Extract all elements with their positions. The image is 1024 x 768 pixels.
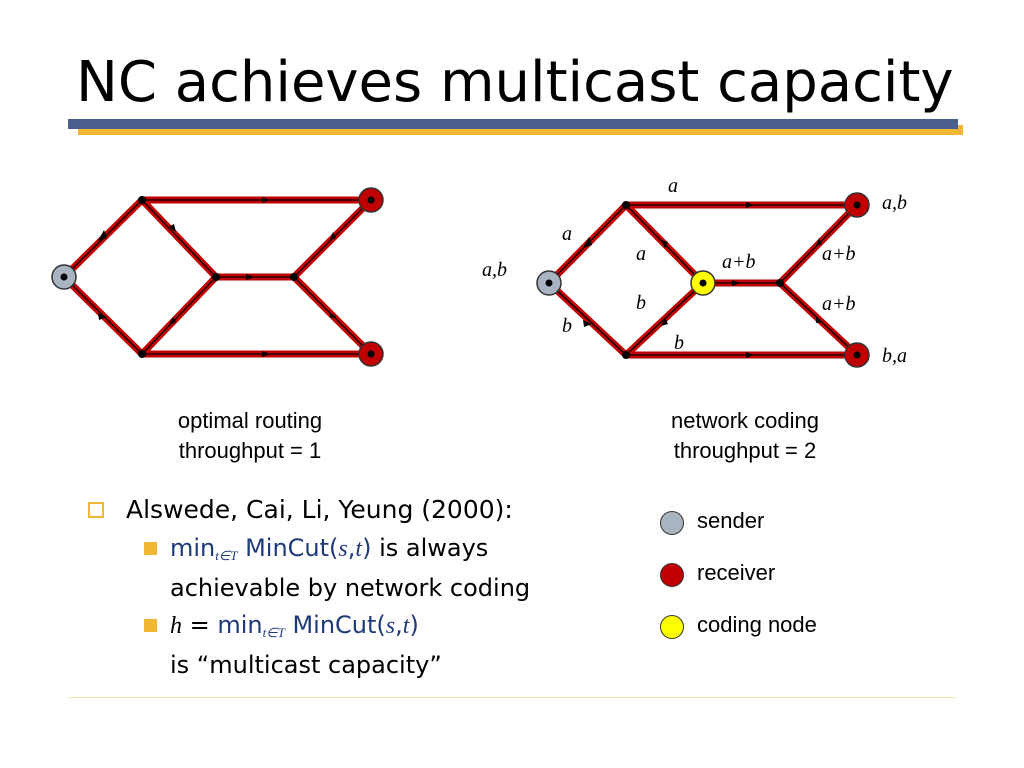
sender-dot-icon	[660, 511, 684, 535]
bullet-square-open-icon	[88, 502, 104, 518]
right-caption: network coding throughput = 2	[625, 406, 865, 466]
label-coding: a+b	[722, 251, 756, 273]
left-caption-line1: optimal routing	[177, 408, 323, 433]
slide-title: NC achieves multicast capacity	[76, 50, 954, 115]
bullet-square-filled-icon	[144, 542, 157, 555]
right-caption-line1: network coding	[671, 408, 819, 433]
label-left-lower: b	[562, 315, 572, 337]
right-nodes	[536, 192, 870, 368]
sub2-h: h	[170, 613, 182, 639]
legend-sender-label: sender	[697, 508, 765, 533]
left-diagram	[51, 187, 384, 367]
label-bottom-edge: b	[674, 332, 684, 354]
label-mid-lower: b	[636, 292, 646, 314]
bullet-square-filled-icon	[144, 619, 157, 632]
bullet-main: Alswede, Cai, Li, Yeung (2000):	[88, 492, 648, 528]
coding-dot-icon	[660, 615, 684, 639]
title-underline-blue	[68, 119, 958, 129]
label-right-upper: a+b	[822, 243, 856, 265]
label-src: a,b	[482, 259, 507, 281]
right-arrowheads	[583, 202, 823, 358]
bullet-main-text: Alswede, Cai, Li, Yeung (2000):	[126, 495, 513, 524]
sub1-rest2: achievable by network coding	[170, 574, 531, 602]
legend-receiver-label: receiver	[697, 560, 776, 585]
bullet-sub1: mint∈T MinCut(s,t) is always achievable …	[88, 532, 648, 605]
label-top-edge: a	[668, 175, 678, 197]
left-caption-line2: throughput = 1	[178, 438, 322, 463]
sub2-eq: =	[182, 611, 218, 639]
sub1-rest1: is always	[371, 534, 489, 562]
label-right-lower: a+b	[822, 293, 856, 315]
title-underline-gold	[78, 125, 963, 135]
right-diagram: a,b a a b a b b a+b a+b a+b a,b b,a	[482, 175, 907, 368]
left-caption: optimal routing throughput = 1	[130, 406, 370, 466]
label-mid-upper: a	[636, 243, 646, 265]
bullet-list: Alswede, Cai, Li, Yeung (2000): mint∈T M…	[88, 492, 648, 682]
sub1-formula: mint∈T MinCut(s,t)	[170, 534, 372, 563]
sub2-rest: is “multicast capacity”	[170, 651, 442, 679]
footer-divider	[68, 697, 956, 698]
right-labels: a,b a a b a b b a+b a+b a+b a,b b,a	[482, 175, 907, 367]
left-arrowheads	[98, 197, 337, 357]
sub2-formula: mint∈T MinCut(s,t)	[217, 611, 419, 640]
bullet-sub2: h = mint∈T MinCut(s,t) is “multicast cap…	[88, 609, 648, 682]
receiver-dot-icon	[660, 563, 684, 587]
left-nodes	[51, 187, 384, 367]
legend-coding-label: coding node	[697, 612, 817, 637]
label-recv-bottom: b,a	[882, 345, 907, 367]
right-caption-line2: throughput = 2	[673, 438, 817, 463]
label-left-upper: a	[562, 223, 572, 245]
label-recv-top: a,b	[882, 192, 907, 214]
